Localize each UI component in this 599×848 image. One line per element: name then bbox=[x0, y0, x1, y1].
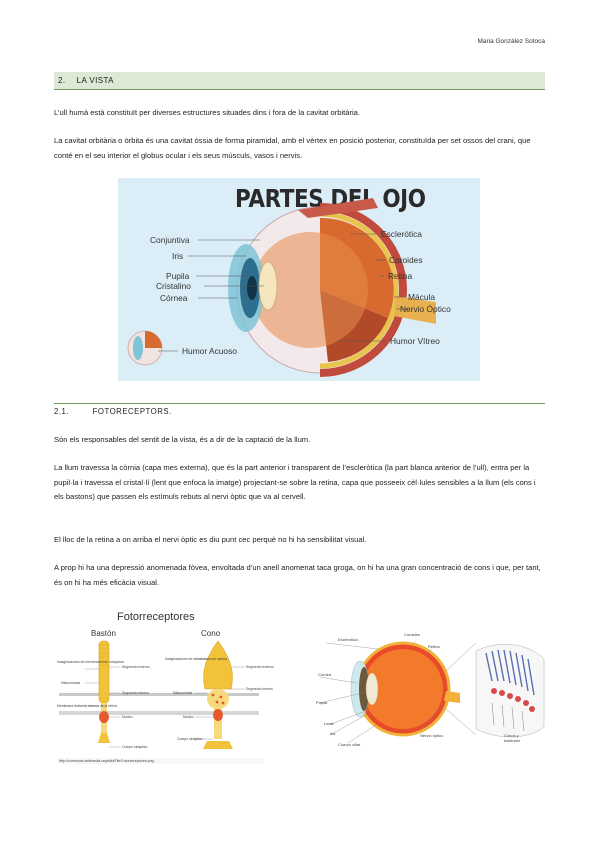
cone-label-nucleo: Núcleo bbox=[183, 715, 194, 719]
paragraph-orbit: La cavitat orbitària o òrbita és una cav… bbox=[54, 136, 531, 160]
rod-label-segmento-externo: Segmento externo bbox=[122, 665, 150, 669]
label-conjuntiva: Conjuntiva bbox=[150, 235, 190, 245]
subsection-number: 2.1. bbox=[54, 407, 70, 416]
label-humor-vitreo: Humor Vítreo bbox=[390, 336, 440, 346]
label-cristalino: Cristalino bbox=[156, 281, 191, 291]
label-coroides: Coroides bbox=[389, 255, 423, 265]
label-macula: Mácula bbox=[408, 292, 435, 302]
label-pupila: Pupila bbox=[166, 271, 190, 281]
label-baston: Bastón bbox=[91, 629, 116, 638]
label-esclerotica: Esclerótica bbox=[338, 637, 358, 642]
label-cornea: Córnea bbox=[160, 293, 188, 303]
figure-eye-parts: PARTES DEL OJO bbox=[118, 178, 480, 381]
cone-label-segmento-externo: Segmento externo bbox=[246, 665, 274, 669]
cone-label-cuerpo-sinaptico: Cuerpo sináptico bbox=[177, 737, 203, 741]
figure-fotorreceptores: Fotorreceptores Bastón Cono bbox=[55, 607, 274, 765]
paragraph-responsables: Són els responsables del sentit de la vi… bbox=[54, 435, 311, 444]
paragraph-intro: L’ull humà està constituït per diverses … bbox=[54, 108, 361, 117]
section-heading-la-vista: 2. LA VISTA bbox=[54, 72, 545, 90]
figure-title: Fotorreceptores bbox=[117, 611, 195, 623]
rod-label-cuerpo-sinaptico: Cuerpo sináptico bbox=[122, 745, 148, 749]
subsection-heading-fotoreceptors: 2.1. FOTORECEPTORS. bbox=[54, 407, 172, 416]
section-divider bbox=[54, 403, 545, 404]
label-retina: Retina bbox=[388, 271, 413, 281]
rod-label-segmento-interno: Segmento interno bbox=[122, 691, 149, 695]
header-author: Maria González Sotoca bbox=[477, 38, 545, 45]
label-pupila: Pupila bbox=[316, 700, 328, 705]
figure-eye-retina: Esclerótica Coroides Retina Córnea Pupil… bbox=[298, 631, 548, 749]
subsection-title: FOTORECEPTORS. bbox=[92, 407, 172, 416]
rod-label-invaginaciones: Invaginaciones de membrana con rodopsina bbox=[57, 660, 124, 664]
rod-label-mitocondrias: Mitocondrias bbox=[61, 681, 81, 685]
label-retina: Retina bbox=[428, 644, 440, 649]
paragraph-fovea: A prop hi ha una depressió anomenada fòv… bbox=[54, 563, 541, 587]
label-conos-bastones: Conos y bastones bbox=[504, 733, 521, 743]
eye-retina-illustration bbox=[319, 640, 545, 744]
label-cornea: Córnea bbox=[318, 672, 332, 677]
label-lente: Lente bbox=[324, 721, 335, 726]
rod-label-membrana: Membrana limitante externa de la retina bbox=[57, 704, 117, 708]
label-esclerotica: Esclerótica bbox=[381, 229, 422, 239]
label-cuerpo-ciliar: Cuerpo ciliar bbox=[338, 742, 361, 747]
photoreceptor-illustration bbox=[57, 640, 264, 764]
label-cono: Cono bbox=[201, 629, 221, 638]
cone-label-mitocondrias: Mitocondrias bbox=[173, 691, 193, 695]
label-nervio-optico: Nervio óptico bbox=[420, 733, 444, 738]
eye-illustration bbox=[127, 198, 436, 377]
paragraph-punt-cec: El lloc de la retina a on arriba el nerv… bbox=[54, 535, 367, 544]
cone-label-segmento-interno: Segmento interno bbox=[246, 687, 273, 691]
paragraph-llum: La llum travessa la còrnia (capa mes ext… bbox=[54, 463, 536, 501]
section-number: 2. bbox=[58, 76, 66, 85]
section-title: LA VISTA bbox=[76, 76, 114, 85]
cone-label-invaginaciones: Invaginaciones de membrana con opsina bbox=[165, 657, 227, 661]
label-humor-acuoso: Humor Acuoso bbox=[182, 346, 237, 356]
label-iris: Iris bbox=[330, 731, 336, 736]
label-coroides: Coroides bbox=[404, 632, 421, 637]
figure-caption: http://commons.wikimedia.org/wiki/File:F… bbox=[59, 759, 154, 763]
label-nervio-optico: Nervio Óptico bbox=[400, 304, 451, 314]
label-iris: Iris bbox=[172, 251, 184, 261]
rod-label-nucleo: Núcleo bbox=[122, 715, 133, 719]
